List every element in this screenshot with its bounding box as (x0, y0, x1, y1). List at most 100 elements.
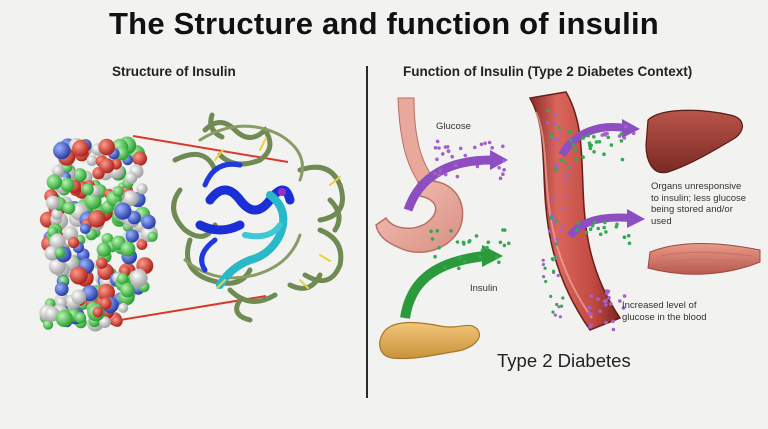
insulin-particle (594, 140, 599, 144)
pancreas-icon (379, 321, 480, 360)
insulin-particle (609, 143, 614, 147)
atom-sphere (120, 241, 136, 257)
insulin-particle (437, 245, 441, 250)
insulin-particle (571, 142, 575, 147)
glucose-particle (446, 149, 451, 153)
blood-particle (548, 229, 552, 233)
blood-particle (541, 262, 546, 267)
atom-sphere (72, 139, 90, 157)
insulin-particle (449, 229, 453, 233)
increased-glucose-label: Increased level of glucose in the blood (622, 300, 707, 323)
atom-sphere (62, 201, 76, 215)
glucose-particle (589, 294, 594, 298)
insulin-particle (581, 136, 586, 140)
insulin-particle (443, 265, 447, 270)
insulin-particle (455, 240, 460, 244)
atom-sphere (54, 282, 69, 296)
insulin-particle (597, 139, 602, 144)
blood-particle (564, 194, 568, 198)
atom-sphere (124, 171, 138, 185)
insulin-particle (592, 135, 596, 139)
atom-sphere (122, 190, 139, 207)
glucose-particle (433, 146, 438, 150)
glucose-particle (588, 325, 592, 329)
blood-particle (557, 305, 561, 309)
blood-particle (549, 216, 553, 220)
insulin-particle (462, 259, 467, 264)
blood-particle (560, 304, 564, 308)
blood-particle (556, 138, 561, 142)
atom-sphere (84, 192, 102, 210)
glucose-particle (438, 169, 443, 173)
atom-sphere (99, 158, 115, 174)
atom-sphere (54, 247, 66, 258)
stomach-icon (375, 180, 464, 253)
glucose-particle (596, 297, 600, 301)
atom-sphere (72, 168, 87, 183)
blood-particle (555, 219, 559, 223)
blood-particle (544, 279, 548, 284)
insulin-particle (588, 143, 592, 148)
insulin-particle (507, 241, 511, 246)
insulin-particle (461, 240, 466, 245)
blood-particle (551, 197, 555, 201)
glucose-particle (611, 327, 616, 332)
ribbon-protein-model (171, 112, 345, 323)
glucose-particle (479, 142, 484, 147)
insulin-particle (457, 266, 461, 271)
insulin-particle (430, 237, 435, 241)
insulin-particle (575, 228, 579, 232)
insulin-particle (622, 235, 627, 239)
page-title: The Structure and function of insulin (109, 6, 659, 41)
insulin-particle (458, 256, 462, 260)
blood-particle (542, 275, 546, 279)
atom-sphere (114, 202, 132, 220)
insulin-particle (502, 228, 507, 232)
insulin-particle (596, 226, 600, 231)
blood-particle (549, 294, 553, 298)
atom-sphere (125, 229, 139, 243)
liver-icon (645, 109, 743, 174)
glucose-particle (618, 299, 622, 303)
atom-sphere (92, 306, 104, 318)
insulin-particle (433, 254, 437, 259)
atom-sphere (55, 309, 73, 327)
glucose-particle (450, 154, 455, 159)
organs-unresponsive-label: Organs unresponsive to insulin; less glu… (651, 181, 747, 227)
blood-particle (550, 132, 554, 136)
blood-particle (561, 296, 565, 300)
insulin-particle (593, 220, 597, 224)
glucose-particle (454, 163, 458, 168)
insulin-particle (569, 138, 573, 143)
blood-particle (563, 160, 567, 164)
blood-particle (564, 177, 568, 181)
atom-sphere (49, 233, 66, 250)
atom-sphere (112, 186, 124, 197)
organ-arrow-top (558, 123, 626, 158)
insulin-particle (480, 248, 485, 253)
glucose-particle (501, 158, 506, 163)
function-heading: Function of Insulin (Type 2 Diabetes Con… (403, 64, 693, 79)
blood-particle (551, 310, 555, 314)
blood-particle (550, 257, 555, 261)
insulin-particle (588, 227, 593, 231)
glucose-particle (458, 146, 463, 151)
blood-particle (554, 162, 558, 166)
glucose-particle (441, 152, 445, 156)
atom-sphere (98, 138, 115, 156)
blood-particle (552, 136, 556, 140)
glucose-particle (589, 312, 593, 317)
insulin-particle (573, 148, 578, 152)
blood-particle (545, 121, 550, 125)
glucose-particle (475, 164, 480, 169)
glucose-label: Glucose (436, 121, 471, 132)
atom-sphere (52, 164, 64, 177)
atom-sphere (88, 210, 106, 228)
atom-sphere (74, 312, 87, 324)
glucose-particle (443, 172, 448, 177)
atom-sphere (147, 231, 158, 242)
insulin-particle (602, 152, 606, 156)
glucose-particle (609, 301, 613, 306)
glucose-particle (611, 319, 615, 324)
atom-sphere (81, 183, 94, 196)
